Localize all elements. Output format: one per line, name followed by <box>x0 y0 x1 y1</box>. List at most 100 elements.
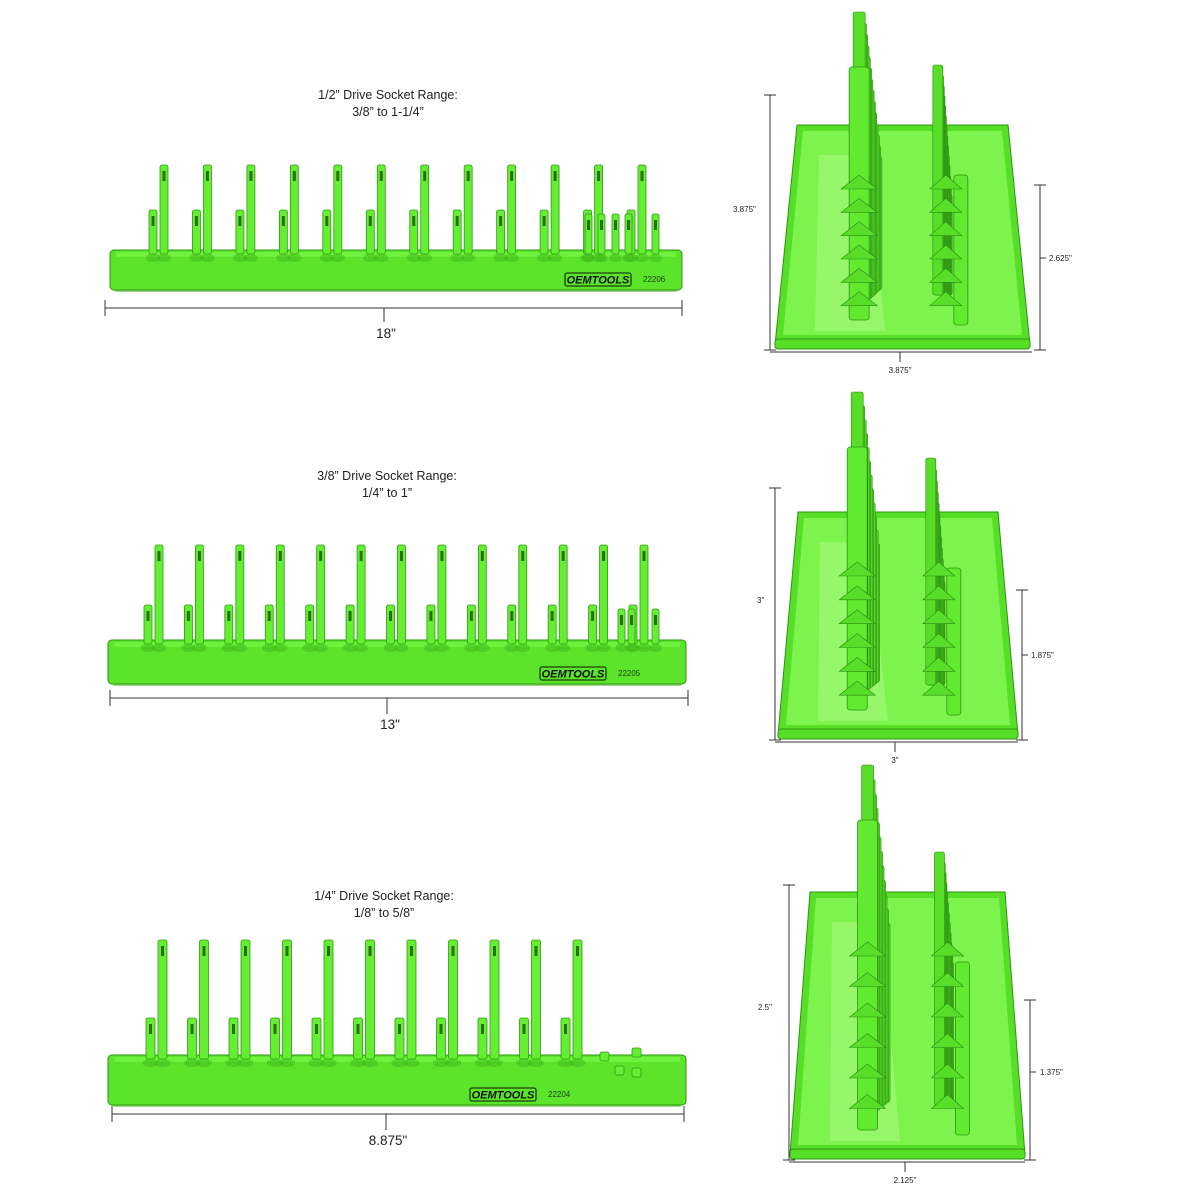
size-marking <box>232 1024 235 1034</box>
rack-title-line1: 1/4” Drive Socket Range: <box>314 889 454 903</box>
post-foot <box>200 254 215 262</box>
post-foot <box>353 644 369 652</box>
post-foot <box>302 644 317 652</box>
size-marking <box>325 216 329 226</box>
side-width-label: 3" <box>891 756 898 765</box>
socket-post <box>617 608 626 645</box>
post-foot <box>145 254 161 262</box>
post-foot <box>181 644 196 652</box>
size-marking <box>368 946 372 956</box>
post-foot <box>273 644 288 652</box>
size-marking <box>412 216 416 226</box>
size-marking <box>642 551 646 561</box>
size-marking <box>587 220 590 230</box>
size-marking <box>542 216 546 226</box>
size-marking <box>654 615 657 625</box>
size-marking <box>315 1024 318 1034</box>
tray-front-lip <box>777 728 1019 740</box>
post-foot <box>278 1059 296 1067</box>
rack-half-inch: 1/2” Drive Socket Range: 3/8” to 1-1/4” … <box>104 11 1072 375</box>
size-marking <box>194 216 198 226</box>
size-marking <box>440 551 444 561</box>
size-marking <box>186 611 190 621</box>
post-foot <box>232 254 248 262</box>
side-width-label: 2.125" <box>894 1176 917 1185</box>
socket-post <box>264 604 274 645</box>
post-foot <box>595 254 608 262</box>
post-base <box>840 244 879 260</box>
post-base <box>838 680 877 696</box>
size-marking <box>197 551 201 561</box>
size-marking <box>348 611 352 621</box>
socket-post <box>157 939 168 1060</box>
post-base <box>838 561 877 577</box>
socket-post <box>224 604 234 645</box>
size-marking <box>534 946 538 956</box>
post-foot <box>555 644 571 652</box>
post-foot <box>547 254 563 262</box>
post-foot <box>319 254 335 262</box>
post-foot <box>313 644 328 652</box>
size-marking <box>149 1024 152 1034</box>
post-foot <box>625 644 638 652</box>
size-marking <box>278 551 282 561</box>
size-marking <box>561 551 565 561</box>
logo-text: OEMTOOLS <box>472 1090 535 1102</box>
post-base <box>929 267 963 283</box>
socket-post <box>282 939 292 1060</box>
post-foot <box>237 1059 254 1067</box>
post-foot <box>634 254 650 262</box>
post-foot <box>475 644 490 652</box>
post-base <box>930 972 965 987</box>
post-foot <box>156 254 172 262</box>
post-foot <box>493 254 508 262</box>
side-dimensions: 3.875" 2.625" 3.875" <box>733 94 1072 375</box>
post-base <box>848 941 887 957</box>
side-height-label: 3.875" <box>733 205 756 214</box>
post-base <box>922 656 956 672</box>
post-foot <box>585 644 600 652</box>
post-base <box>930 1094 965 1109</box>
post-foot <box>308 1059 325 1067</box>
size-marking <box>157 551 161 561</box>
small-nub <box>631 1047 642 1058</box>
length-dimension: 13" <box>109 690 689 732</box>
post-base <box>929 221 963 236</box>
post-base <box>930 941 965 957</box>
size-marking <box>267 611 271 621</box>
rack-side-view <box>774 11 1031 350</box>
post-base <box>838 656 877 672</box>
post-foot <box>434 644 450 652</box>
size-marking <box>576 946 579 956</box>
side-width-label: 3.875" <box>889 366 912 375</box>
post-foot <box>504 254 519 262</box>
small-nub <box>631 1067 642 1078</box>
post-foot <box>515 1059 533 1067</box>
size-marking <box>469 611 473 621</box>
post-foot <box>406 254 421 262</box>
rack-title-line2: 1/4” to 1” <box>362 486 412 500</box>
size-marking <box>249 171 253 181</box>
rack-title-line2: 3/8” to 1-1/4” <box>352 105 424 119</box>
socket-post <box>386 604 395 645</box>
post-base <box>922 680 956 696</box>
socket-post <box>406 939 417 1060</box>
post-foot <box>154 1059 171 1067</box>
socket-post <box>184 604 193 645</box>
socket-post <box>547 604 557 645</box>
size-marking <box>285 946 289 956</box>
socket-post <box>466 604 476 645</box>
post-foot <box>515 644 530 652</box>
size-marking <box>400 551 403 561</box>
post-foot <box>361 1059 379 1067</box>
side-post-height-label: 1.875" <box>1031 651 1054 660</box>
post-foot <box>391 1059 408 1067</box>
size-marking <box>161 946 164 956</box>
socket-post <box>199 939 209 1060</box>
size-marking <box>292 171 296 181</box>
size-marking <box>327 946 330 956</box>
length-label: 13" <box>380 717 400 732</box>
post-foot <box>403 1059 420 1067</box>
post-foot <box>232 644 248 652</box>
post-foot <box>432 1059 450 1067</box>
